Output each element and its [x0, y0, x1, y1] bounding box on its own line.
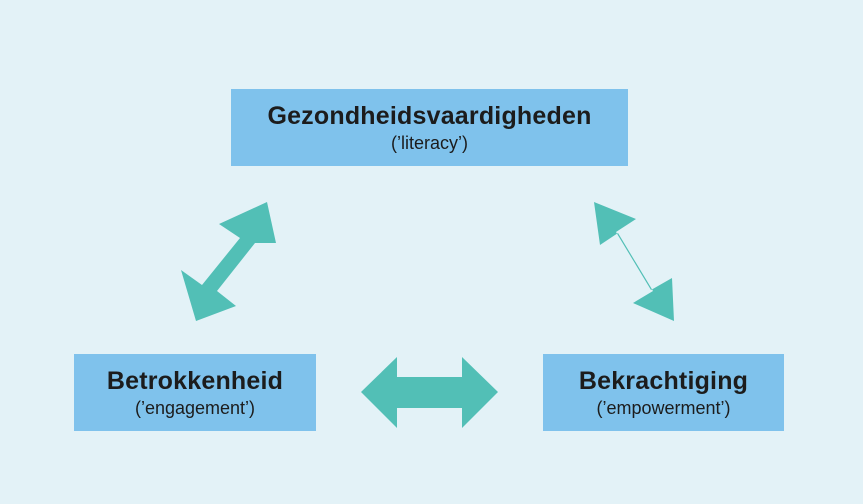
- box-subtitle: (’literacy’): [390, 132, 468, 153]
- box-title: Betrokkenheid: [106, 366, 284, 395]
- double-arrow-top-left: [181, 202, 276, 321]
- box-betrokkenheid: Betrokkenheid (’engagement’): [74, 354, 316, 431]
- box-subtitle: (’empowerment’): [596, 397, 731, 418]
- double-arrow-top-right: [594, 202, 674, 321]
- double-arrow-horizontal: [361, 357, 498, 428]
- box-title: Bekrachtiging: [578, 366, 749, 395]
- box-gezondheidsvaardigheden: Gezondheidsvaardigheden (’literacy’): [231, 89, 628, 166]
- box-bekrachtiging: Bekrachtiging (’empowerment’): [543, 354, 784, 431]
- box-subtitle: (’engagement’): [134, 397, 256, 418]
- box-title: Gezondheidsvaardigheden: [267, 101, 592, 130]
